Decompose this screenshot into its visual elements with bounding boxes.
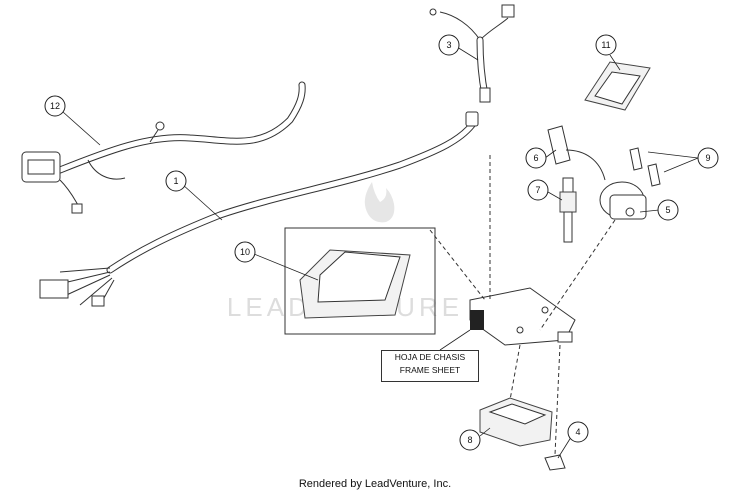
- callout-4: 4: [567, 421, 589, 443]
- callout-10: 10: [234, 241, 256, 263]
- svg-text:12: 12: [50, 101, 60, 111]
- footer-credit: Rendered by LeadVenture, Inc.: [298, 478, 452, 490]
- callout-12: 12: [44, 95, 66, 117]
- svg-text:4: 4: [575, 427, 580, 437]
- cdi-11: [584, 61, 651, 111]
- svg-text:11: 11: [601, 40, 610, 50]
- svg-text:3: 3: [446, 40, 451, 50]
- spark-plug-7: [559, 177, 577, 243]
- clip-4: [544, 454, 566, 471]
- guide-line: [554, 344, 561, 456]
- frame-sheet-label-en: FRAME SHEET: [399, 365, 461, 375]
- callout-9: 9: [697, 147, 719, 169]
- callout-11: 11: [595, 34, 617, 56]
- harness-3: [429, 4, 515, 103]
- callout-8: 8: [459, 429, 481, 451]
- leader-12: [62, 111, 101, 146]
- leader-8: [479, 427, 491, 437]
- callout-5: 5: [657, 199, 679, 221]
- harness-12: [21, 81, 306, 214]
- frame-sheet: [469, 287, 576, 346]
- inset-box: [284, 227, 436, 335]
- svg-text:5: 5: [665, 205, 670, 215]
- svg-text:7: 7: [535, 185, 540, 195]
- guide-line: [429, 229, 486, 301]
- leader-3: [456, 46, 479, 61]
- callout-6: 6: [525, 147, 547, 169]
- regulator-8: [479, 397, 553, 447]
- svg-text:9: 9: [705, 153, 710, 163]
- screws-9: [629, 147, 661, 187]
- ignition-coil-5: [599, 181, 647, 220]
- leader-10: [253, 253, 319, 281]
- svg-text:8: 8: [467, 435, 472, 445]
- callout-7: 7: [527, 179, 549, 201]
- guide-line: [509, 344, 521, 401]
- frame-sheet-label: HOJA DE CHASIS FRAME SHEET: [381, 350, 479, 382]
- leader-11: [609, 54, 621, 71]
- spark-plug-cap-6: [547, 125, 606, 181]
- leader-6: [544, 149, 557, 159]
- callout-1: 1: [165, 170, 187, 192]
- leader-9: [647, 151, 699, 173]
- svg-text:6: 6: [533, 153, 538, 163]
- svg-text:10: 10: [240, 247, 250, 257]
- frame-sheet-label-es: HOJA DE CHASIS: [394, 352, 466, 362]
- svg-text:1: 1: [173, 176, 178, 186]
- callout-3: 3: [438, 34, 460, 56]
- harness-1: [39, 111, 479, 307]
- leader-1: [181, 183, 223, 221]
- guide-line: [539, 219, 616, 331]
- leader-7: [547, 191, 563, 201]
- leader-frame: [439, 329, 471, 351]
- leader-5: [639, 209, 660, 213]
